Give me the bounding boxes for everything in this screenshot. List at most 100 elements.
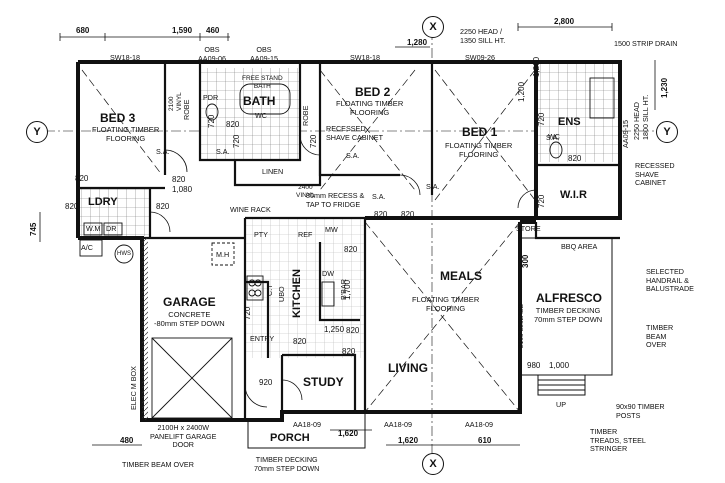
dim-820-bed1-passage: 820 <box>374 210 388 219</box>
dim-720-robe: 720 <box>309 134 318 148</box>
dim-820-garage: 820 <box>156 202 170 211</box>
room-label-study: STUDY <box>303 375 344 389</box>
dim-1080: 1,080 <box>172 185 193 194</box>
room-floor-bed2: FLOATING TIMBER FLOORING <box>336 99 404 117</box>
dim-1250: 1,250 <box>324 325 345 334</box>
note-elec-box: ELEC M BOX <box>129 366 138 410</box>
room-label-kitchen: KITCHEN <box>291 269 303 318</box>
room-label-bath: BATH <box>243 94 276 108</box>
room-label-ref: REF <box>298 230 313 239</box>
fixtures <box>79 77 615 307</box>
note-sa-3: S.A. <box>346 151 360 160</box>
dim-1280: 1,280 <box>407 38 428 47</box>
grid-marker-x-bottom: X <box>422 453 444 475</box>
room-label-linen: LINEN <box>262 167 284 176</box>
dim-820-entry: 820 <box>293 337 307 346</box>
room-label-ens-wc: WC <box>548 132 560 141</box>
ldry-dr: DR <box>106 224 117 233</box>
room-label-meals: MEALS <box>440 269 482 283</box>
dim-1230: 1,230 <box>660 77 669 98</box>
note-timber-beam-left: TIMBER BEAM OVER <box>122 460 194 469</box>
window-obs-aa0915: OBS AA09-15 <box>250 45 278 63</box>
dim-460: 460 <box>206 26 220 35</box>
room-label-mh: M.H <box>216 250 230 259</box>
room-label-porch: PORCH <box>270 432 310 444</box>
dim-2400-vinyl: 2400 VINYL <box>296 184 315 199</box>
note-garage-door: 2100H x 2400W PANELIFT GARAGE DOOR <box>150 423 217 450</box>
dim-820-bath: 820 <box>226 120 240 129</box>
room-label-robe1: ROBE <box>182 99 191 120</box>
room-floor-alfresco: TIMBER DECKING 70mm STEP DOWN <box>534 306 603 324</box>
alfresco-outline <box>520 237 613 396</box>
dim-300: 300 <box>521 254 530 268</box>
dim-820-ldry-side: 820 <box>65 202 79 211</box>
dim-480: 480 <box>120 436 134 445</box>
window-aa1809-study: AA18-09 <box>293 420 321 429</box>
kitchen-ubo: UBO <box>277 286 286 302</box>
room-label-alfresco: ALFRESCO <box>536 291 602 305</box>
ldry-wm: W.M <box>86 224 101 233</box>
dim-980: 980 <box>527 361 541 370</box>
dim-1700: 1,700 <box>343 279 352 300</box>
note-strip-drain: 1500 STRIP DRAIN <box>614 39 678 48</box>
dim-2100-vinyl: 2100 VINYL <box>168 92 183 111</box>
room-label-garage: GARAGE <box>163 295 216 309</box>
window-aa1809-living-2: AA18-09 <box>465 420 493 429</box>
room-label-ens: ENS <box>558 116 581 128</box>
dim-1000: 1,000 <box>549 361 570 370</box>
dim-820-kitchen: 820 <box>344 245 358 254</box>
dim-1200-bed1: 1,200 <box>517 81 526 102</box>
dim-720-ens: 720 <box>537 112 546 126</box>
room-floor-garage: CONCRETE -80mm STEP DOWN <box>154 310 225 328</box>
dim-610: 610 <box>478 436 492 445</box>
note-sa-1: S.A. <box>156 147 170 156</box>
dim-820-ldry: 820 <box>75 174 89 183</box>
dim-720-linen: 720 <box>232 134 241 148</box>
freestand-bath-label: FREE STAND BATH <box>242 75 283 90</box>
grid-marker-y-left: Y <box>26 121 48 143</box>
note-up: UP <box>556 400 566 409</box>
kitchen-dw: DW <box>322 269 334 278</box>
door-swings <box>149 134 537 408</box>
room-floor-bed3: FLOATING TIMBER FLOORING <box>92 125 160 143</box>
dim-820-bar: 820 <box>346 326 360 335</box>
note-timber-posts: 90x90 TIMBER POSTS <box>616 402 665 420</box>
note-wine-rack: WINE RACK <box>230 205 271 214</box>
note-recessed-shave-left: RECESSED SHAVE CABINET <box>326 124 383 142</box>
dim-720-wir: 720 <box>537 194 546 208</box>
room-label-pdr: PDR <box>203 93 219 102</box>
note-recessed-shave-right: RECESSED SHAVE CABINET <box>635 161 675 188</box>
room-label-hws: HWS <box>117 251 131 257</box>
garage-cross <box>151 337 233 419</box>
dim-720-pdr: 720 <box>207 114 216 128</box>
dim-745: 745 <box>29 222 38 236</box>
window-obs-aa0906: OBS AA09-06 <box>198 45 226 63</box>
grid-marker-y-right: Y <box>656 121 678 143</box>
dim-920: 920 <box>259 378 273 387</box>
room-label-wir: W.I.R <box>560 189 587 201</box>
note-sa-2: S.A. <box>216 147 230 156</box>
room-label-entry: ENTRY <box>250 334 275 343</box>
window-head-sill-top: 2250 HEAD / 1350 SILL HT. <box>460 27 506 45</box>
garage-wall-hatch <box>142 238 148 420</box>
dim-1620-living: 1,620 <box>398 436 419 445</box>
room-label-ac: A/C <box>81 243 93 252</box>
floor-diagonals <box>81 69 536 413</box>
room-label-robe2: ROBE <box>301 105 310 126</box>
note-recess-fridge: 80mm RECESS & TAP TO FRIDGE <box>306 191 365 209</box>
window-sw1818-bed2: SW18-18 <box>350 53 380 62</box>
grid-marker-x-top: X <box>422 16 444 38</box>
grid-axis-lines <box>45 30 668 455</box>
room-label-bath-wc: WC <box>255 111 267 120</box>
dim-820-bed1-door: 820 <box>401 210 415 219</box>
internal-walls <box>78 62 620 420</box>
window-sw0926: SW09-26 <box>465 53 495 62</box>
dim-1200-ens: 1,200 <box>532 56 541 77</box>
dim-820-study: 820 <box>342 347 356 356</box>
note-treads: TIMBER TREADS, STEEL STRINGER <box>590 427 646 454</box>
room-label-ldry: LDRY <box>88 196 118 208</box>
room-floor-meals: FLOATING TIMBER FLOORING <box>412 295 480 313</box>
room-label-pty: PTY <box>254 230 268 239</box>
room-floor-bed1: FLOATING TIMBER FLOORING <box>445 141 513 159</box>
